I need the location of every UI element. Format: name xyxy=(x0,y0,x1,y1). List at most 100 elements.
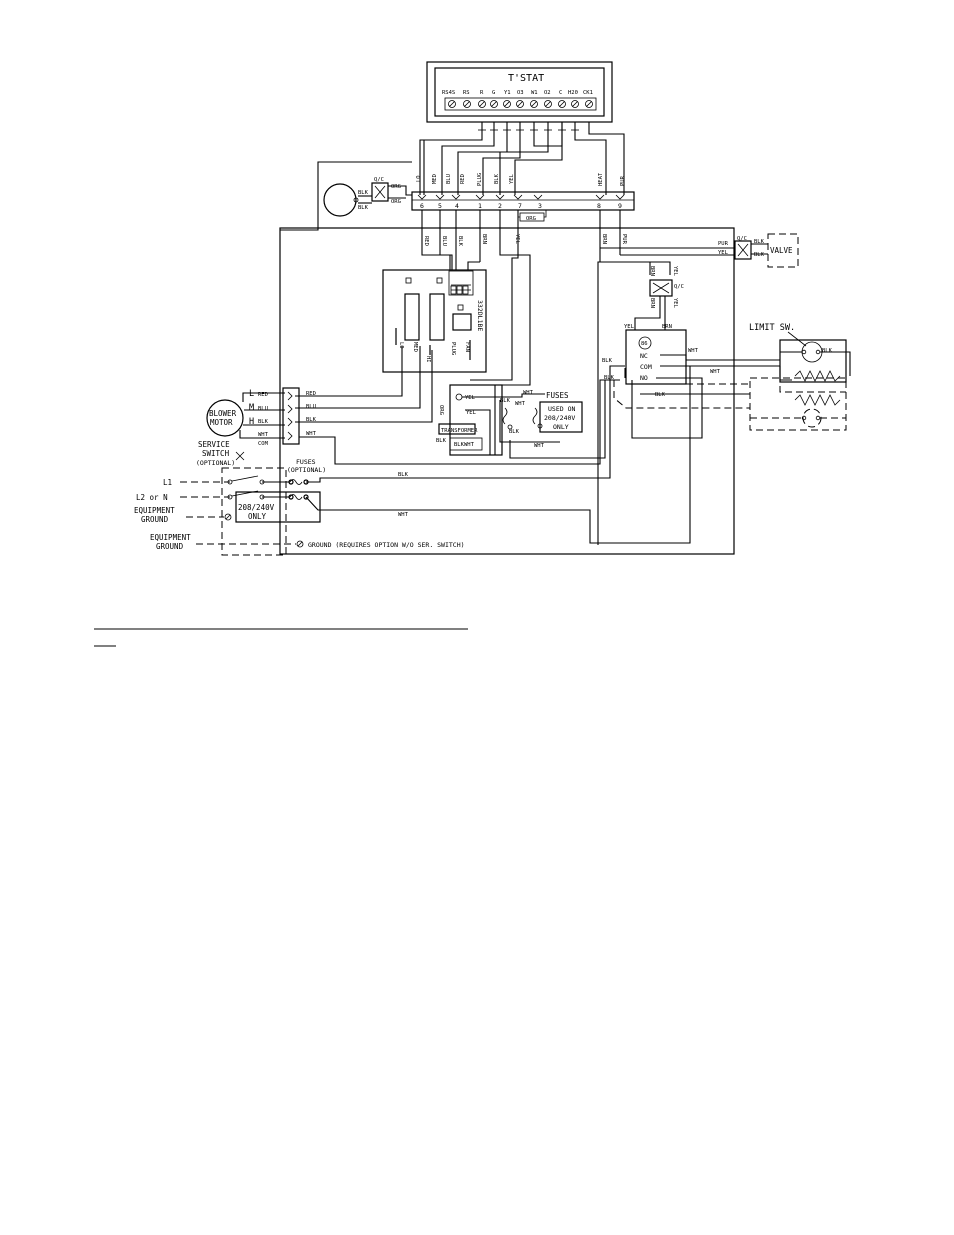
blower-speed-m: M xyxy=(249,403,254,413)
service-fuses1: FUSES xyxy=(296,458,316,466)
tstat-terminal-label: W1 xyxy=(531,90,538,96)
relay-brn1: BRN xyxy=(649,266,655,276)
ground-screw-icon xyxy=(296,540,304,548)
relay-wht1: WHT xyxy=(688,348,699,354)
strip-org-label: ORG xyxy=(526,216,536,222)
limit-switch-icon xyxy=(801,341,823,363)
service-blk: BLK xyxy=(398,472,409,478)
valve-qc: Q/C xyxy=(737,236,747,242)
transformer-blk4: BLK xyxy=(509,429,520,435)
strip-label: HEAT xyxy=(598,172,604,186)
service-eq1: EQUIPMENT xyxy=(134,506,175,515)
blower-color-wht: WHT xyxy=(258,432,269,438)
strip-position: 3 xyxy=(538,202,542,210)
strip-top-labels: LO MED BLU RED PLUG BLK YEL HEAT PUR xyxy=(416,172,626,186)
strip-bottom-labels: RED BLU BLK BRN YEL BRN PUR xyxy=(423,234,627,247)
transformer-label: TRANSFORMER xyxy=(441,428,478,434)
strip-label: BLU xyxy=(446,174,452,184)
strip-label: MED xyxy=(432,174,438,184)
capacitor-qc: Q/C xyxy=(374,177,384,183)
tstat-terminal-label: O2 xyxy=(544,90,551,96)
service-label3: (OPTIONAL) xyxy=(196,459,235,467)
ground-eq2: GROUND xyxy=(156,542,184,551)
tstat-terminal-labels: RS4S RS R G Y1 O3 W1 O2 C H20 CK1 xyxy=(442,90,593,96)
transformer-yel1: YEL xyxy=(465,395,476,401)
relay-blk1: BLK xyxy=(602,358,613,364)
strip-down-wires: RED BLU BLK BRN YEL BRN PUR xyxy=(421,210,627,455)
strip-label: BLK xyxy=(494,173,500,184)
transformer-wht1: WHT xyxy=(464,442,475,448)
tstat-screws xyxy=(448,100,593,108)
service-wht: WHT xyxy=(398,512,409,518)
strip-position: 2 xyxy=(498,202,502,210)
valve-blk2: BLK xyxy=(754,252,765,258)
relay-qc: Q/C xyxy=(674,284,684,290)
transformer-org: ORG xyxy=(438,405,444,415)
capacitor-org1: ORG xyxy=(391,184,401,190)
strip-bottom-label: BLU xyxy=(441,236,447,246)
board-label-lo: LO xyxy=(398,342,404,349)
strip-label: YEL xyxy=(509,173,515,184)
service-fuses2: (OPTIONAL) xyxy=(287,466,326,474)
transformer-used-on: USED ON xyxy=(548,405,575,413)
strip-position: 6 xyxy=(420,202,424,210)
strip-position: 1 xyxy=(478,202,482,210)
transformer-block: YEL YEL ORG TRANSFORMER BLK BLK WHT BLK … xyxy=(436,380,606,459)
tstat-terminal-label: G xyxy=(492,90,495,96)
blower-speed-l: L xyxy=(249,389,254,399)
board-part: 332DL1BE xyxy=(476,300,484,331)
blower-name2: MOTOR xyxy=(210,418,233,427)
strip-label: LO xyxy=(416,175,422,182)
limit-switch: LIMIT SW. BLK xyxy=(749,323,851,431)
capacitor-blk2: BLK xyxy=(358,205,369,211)
transformer-blk: BLK xyxy=(436,438,447,444)
board-label-hi: HI xyxy=(425,356,431,363)
strip-bottom-label: BLK xyxy=(457,236,463,247)
strip-positions: 6 5 4 1 2 7 3 8 9 xyxy=(420,202,622,210)
service-l1: L1 xyxy=(163,478,172,487)
strip-label: RED xyxy=(460,174,466,184)
capacitor-blk1: BLK xyxy=(358,190,369,196)
tstat-terminal-label: H20 xyxy=(568,90,578,96)
relay-com: COM xyxy=(640,363,652,371)
blower-right-blu: BLU xyxy=(306,404,316,410)
blower-right-red: RED xyxy=(306,391,316,397)
blower-motor: BLOWER MOTOR L M H RED BLU BLK WHT COM R… xyxy=(206,379,620,465)
relay-blk3: BLK xyxy=(655,392,666,398)
relay-blk2: BLK xyxy=(604,375,615,381)
service-only: ONLY xyxy=(248,512,267,521)
service-switch: SERVICE SWITCH (OPTIONAL) FUSES (OPTIONA… xyxy=(134,365,691,556)
blower-speed-h: H xyxy=(249,417,254,427)
heater-element-icon-2 xyxy=(794,394,841,406)
strip-label: PLUG xyxy=(477,173,483,186)
relay-yel2: YEL xyxy=(672,298,678,309)
strip-bottom-label: BRN xyxy=(601,234,607,244)
blower-color-red: RED xyxy=(258,392,268,398)
strip-position: 7 xyxy=(518,202,522,210)
transformer-blk2: BLK xyxy=(454,442,465,448)
control-board: 332DL1BE LO MED HI PLUG FAN xyxy=(295,269,487,423)
relay-yel3: YEL xyxy=(624,324,635,330)
service-label1: SERVICE xyxy=(198,440,230,449)
strip-bottom-label: BRN xyxy=(481,234,487,244)
tstat-terminal-label: O3 xyxy=(517,90,524,96)
heater-element-icon xyxy=(794,370,841,382)
relay-nc: NC xyxy=(640,352,648,360)
service-eq2: GROUND xyxy=(141,515,169,524)
transformer-wht-bottom: WHT xyxy=(534,443,545,449)
transformer-fuses: FUSES xyxy=(546,391,569,400)
board-label-med: MED xyxy=(412,342,418,352)
transformer-blk3: BLK xyxy=(500,398,511,404)
service-label2: SWITCH xyxy=(202,449,230,458)
relay-yel1: YEL xyxy=(672,266,678,277)
transformer-only: ONLY xyxy=(553,423,569,431)
strip-position: 9 xyxy=(618,202,622,210)
strip-bottom-label: YEL xyxy=(514,234,520,245)
valve-blk1: BLK xyxy=(754,239,765,245)
strip-bottom-label: PUR xyxy=(621,234,627,245)
capacitor-org2: ORG xyxy=(391,199,401,205)
tstat-title: T'STAT xyxy=(508,73,544,84)
blower-com: COM xyxy=(258,441,269,447)
service-voltage: 208/240V xyxy=(238,503,275,512)
